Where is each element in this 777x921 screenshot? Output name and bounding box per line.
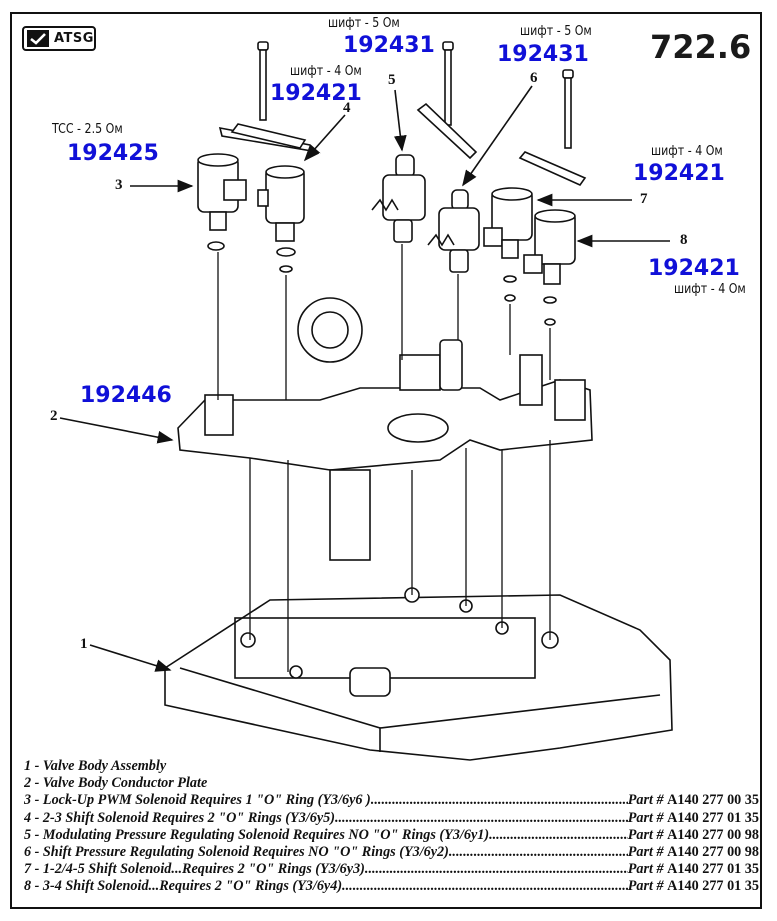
part-number-5: 192431: [343, 33, 435, 58]
part-no: A140 277 00 98: [667, 826, 759, 843]
part-label: Part #: [627, 878, 664, 895]
checkmark-icon: [27, 30, 49, 47]
legend-row: 6 - Shift Pressure Regulating Solenoid R…: [24, 844, 759, 861]
bracket-2: [416, 102, 478, 160]
bolt-2: [442, 41, 454, 126]
callout-7: 7: [640, 191, 648, 207]
part-label: Part #: [627, 826, 664, 843]
callout-4: 4: [343, 100, 351, 116]
solenoid-5: [371, 154, 426, 243]
solenoid-7: [483, 187, 533, 302]
callout-1: 1: [80, 636, 88, 652]
transmission-model: 722.6: [650, 28, 752, 66]
logo-text: ATSG: [54, 31, 94, 46]
part-label: Part #: [627, 844, 664, 861]
legend-desc: 3 - Lock-Up PWM Solenoid Requires 1 "O" …: [24, 792, 371, 809]
leader-dots: [335, 810, 628, 827]
legend-part: Part # A140 277 00 98: [628, 844, 759, 861]
arrow-6: [462, 85, 533, 187]
legend-part: Part # A140 277 01 35: [628, 810, 759, 827]
conductor-plate: [177, 297, 593, 561]
ohm-label-6: шифт - 5 Ом: [520, 24, 592, 39]
legend-row: 5 - Modulating Pressure Regulating Solen…: [24, 827, 759, 844]
bracket-3: [518, 151, 587, 186]
leader-dots: [449, 844, 628, 861]
legend-desc: 4 - 2-3 Shift Solenoid Requires 2 "O" Ri…: [24, 809, 335, 826]
part-label: Part #: [627, 809, 664, 826]
legend-desc: 2 - Valve Body Conductor Plate: [24, 775, 208, 792]
callout-5: 5: [388, 72, 396, 88]
legend-part: Part # A140 277 01 35: [628, 861, 759, 878]
legend-desc: 8 - 3-4 Shift Solenoid...Requires 2 "O" …: [24, 878, 343, 895]
part-label: Part #: [627, 861, 664, 878]
valve-body: [164, 587, 673, 761]
legend-row: 8 - 3-4 Shift Solenoid...Requires 2 "O" …: [24, 878, 759, 895]
legend-row: 3 - Lock-Up PWM Solenoid Requires 1 "O" …: [24, 792, 759, 809]
parts-legend: 1 - Valve Body Assembly 2 - Valve Body C…: [24, 758, 759, 896]
part-no: A140 277 01 35: [667, 809, 759, 826]
part-label: Part #: [627, 792, 664, 809]
arrow-2: [59, 417, 174, 444]
part-number-8: 192421: [648, 256, 740, 281]
legend-part: Part # A140 277 00 35: [628, 792, 759, 809]
callout-8: 8: [680, 232, 688, 248]
part-number-4: 192421: [270, 81, 362, 106]
ohm-label-3: TCC - 2.5 Ом: [52, 122, 123, 137]
bolt-1: [257, 41, 269, 121]
callout-6: 6: [530, 70, 538, 86]
ohm-label-8: шифт - 4 Ом: [674, 282, 746, 297]
leader-dots: [342, 878, 628, 895]
part-number-7: 192421: [633, 161, 725, 186]
arrow-1: [89, 644, 172, 672]
part-no: A140 277 01 35: [667, 861, 759, 878]
ohm-label-4: шифт - 4 Ом: [290, 64, 362, 79]
leader-dots: [365, 861, 628, 878]
solenoid-4: [257, 165, 305, 273]
leader-dots: [371, 792, 628, 809]
ohm-label-5: шифт - 5 Ом: [328, 16, 400, 31]
bolt-3: [562, 69, 574, 149]
legend-part: Part # A140 277 00 98: [628, 827, 759, 844]
diagram-frame: [10, 12, 762, 909]
part-number-plate: 192446: [80, 383, 172, 408]
part-no: A140 277 00 35: [667, 792, 759, 809]
legend-desc: 7 - 1-2/4-5 Shift Solenoid...Requires 2 …: [24, 861, 365, 878]
arrow-4: [303, 114, 346, 162]
arrow-5: [393, 89, 407, 152]
part-no: A140 277 01 35: [667, 878, 759, 895]
part-number-3: 192425: [67, 141, 159, 166]
ohm-label-7: шифт - 4 Ом: [651, 144, 723, 159]
callout-3: 3: [115, 177, 123, 193]
part-no: A140 277 00 98: [667, 844, 759, 861]
callout-2: 2: [50, 408, 58, 424]
solenoid-8: [523, 209, 576, 326]
legend-part: Part # A140 277 01 35: [628, 878, 759, 895]
legend-row: 7 - 1-2/4-5 Shift Solenoid...Requires 2 …: [24, 861, 759, 878]
atsg-logo: ATSG: [22, 26, 96, 51]
legend-row: 2 - Valve Body Conductor Plate: [24, 775, 759, 792]
leader-dots: [489, 827, 628, 844]
legend-desc: 1 - Valve Body Assembly: [24, 758, 167, 774]
legend-desc: 5 - Modulating Pressure Regulating Solen…: [24, 826, 490, 843]
solenoid-3: [197, 153, 247, 251]
legend-row: 4 - 2-3 Shift Solenoid Requires 2 "O" Ri…: [24, 810, 759, 827]
legend-row: 1 - Valve Body Assembly: [24, 758, 759, 775]
solenoid-6: [427, 189, 480, 273]
legend-desc: 6 - Shift Pressure Regulating Solenoid R…: [24, 844, 449, 861]
part-number-6: 192431: [497, 42, 589, 67]
